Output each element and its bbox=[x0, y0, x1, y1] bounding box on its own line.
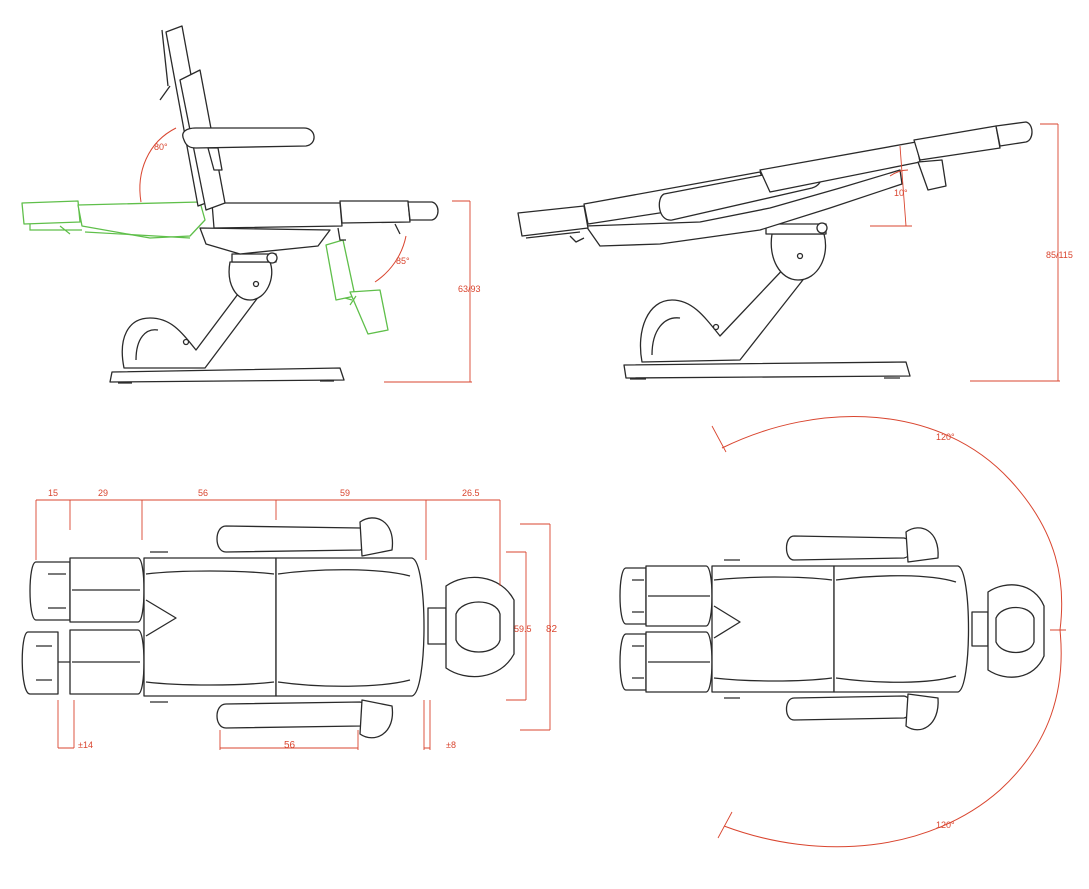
alternate-position-outline bbox=[21, 200, 389, 335]
rotation-bottom-label: 120° bbox=[936, 820, 955, 830]
side-view-folded: 80° 85° 63/93 bbox=[21, 25, 481, 384]
dim-right-2: 82 bbox=[546, 624, 558, 635]
dim-top-4: 59 bbox=[340, 488, 350, 498]
dim-right-1: 59.5 bbox=[514, 624, 532, 634]
rotation-view: 120° 120° bbox=[619, 416, 1066, 848]
dim-top-5: 26.5 bbox=[462, 488, 480, 498]
leg-angle-label: 85° bbox=[396, 256, 410, 266]
dim-bottom-1: ±14 bbox=[78, 740, 93, 750]
side-view-reclined: 10° 85/115 bbox=[517, 121, 1073, 382]
height-range-reclined-label: 85/115 bbox=[1046, 250, 1073, 260]
dim-bottom-2: 56 bbox=[284, 740, 296, 751]
dim-top-3: 56 bbox=[198, 488, 208, 498]
dim-bottom-3: ±8 bbox=[446, 740, 456, 750]
dim-top-1: 15 bbox=[48, 488, 58, 498]
height-range-label: 63/93 bbox=[458, 284, 481, 294]
rotation-top-label: 120° bbox=[936, 432, 955, 442]
tilt-angle-label: 10° bbox=[894, 188, 908, 198]
top-view: 15 29 56 59 26.5 ±14 56 ±8 59.5 82 bbox=[21, 488, 558, 751]
dim-top-2: 29 bbox=[98, 488, 108, 498]
backrest-angle-label: 80° bbox=[154, 142, 168, 152]
